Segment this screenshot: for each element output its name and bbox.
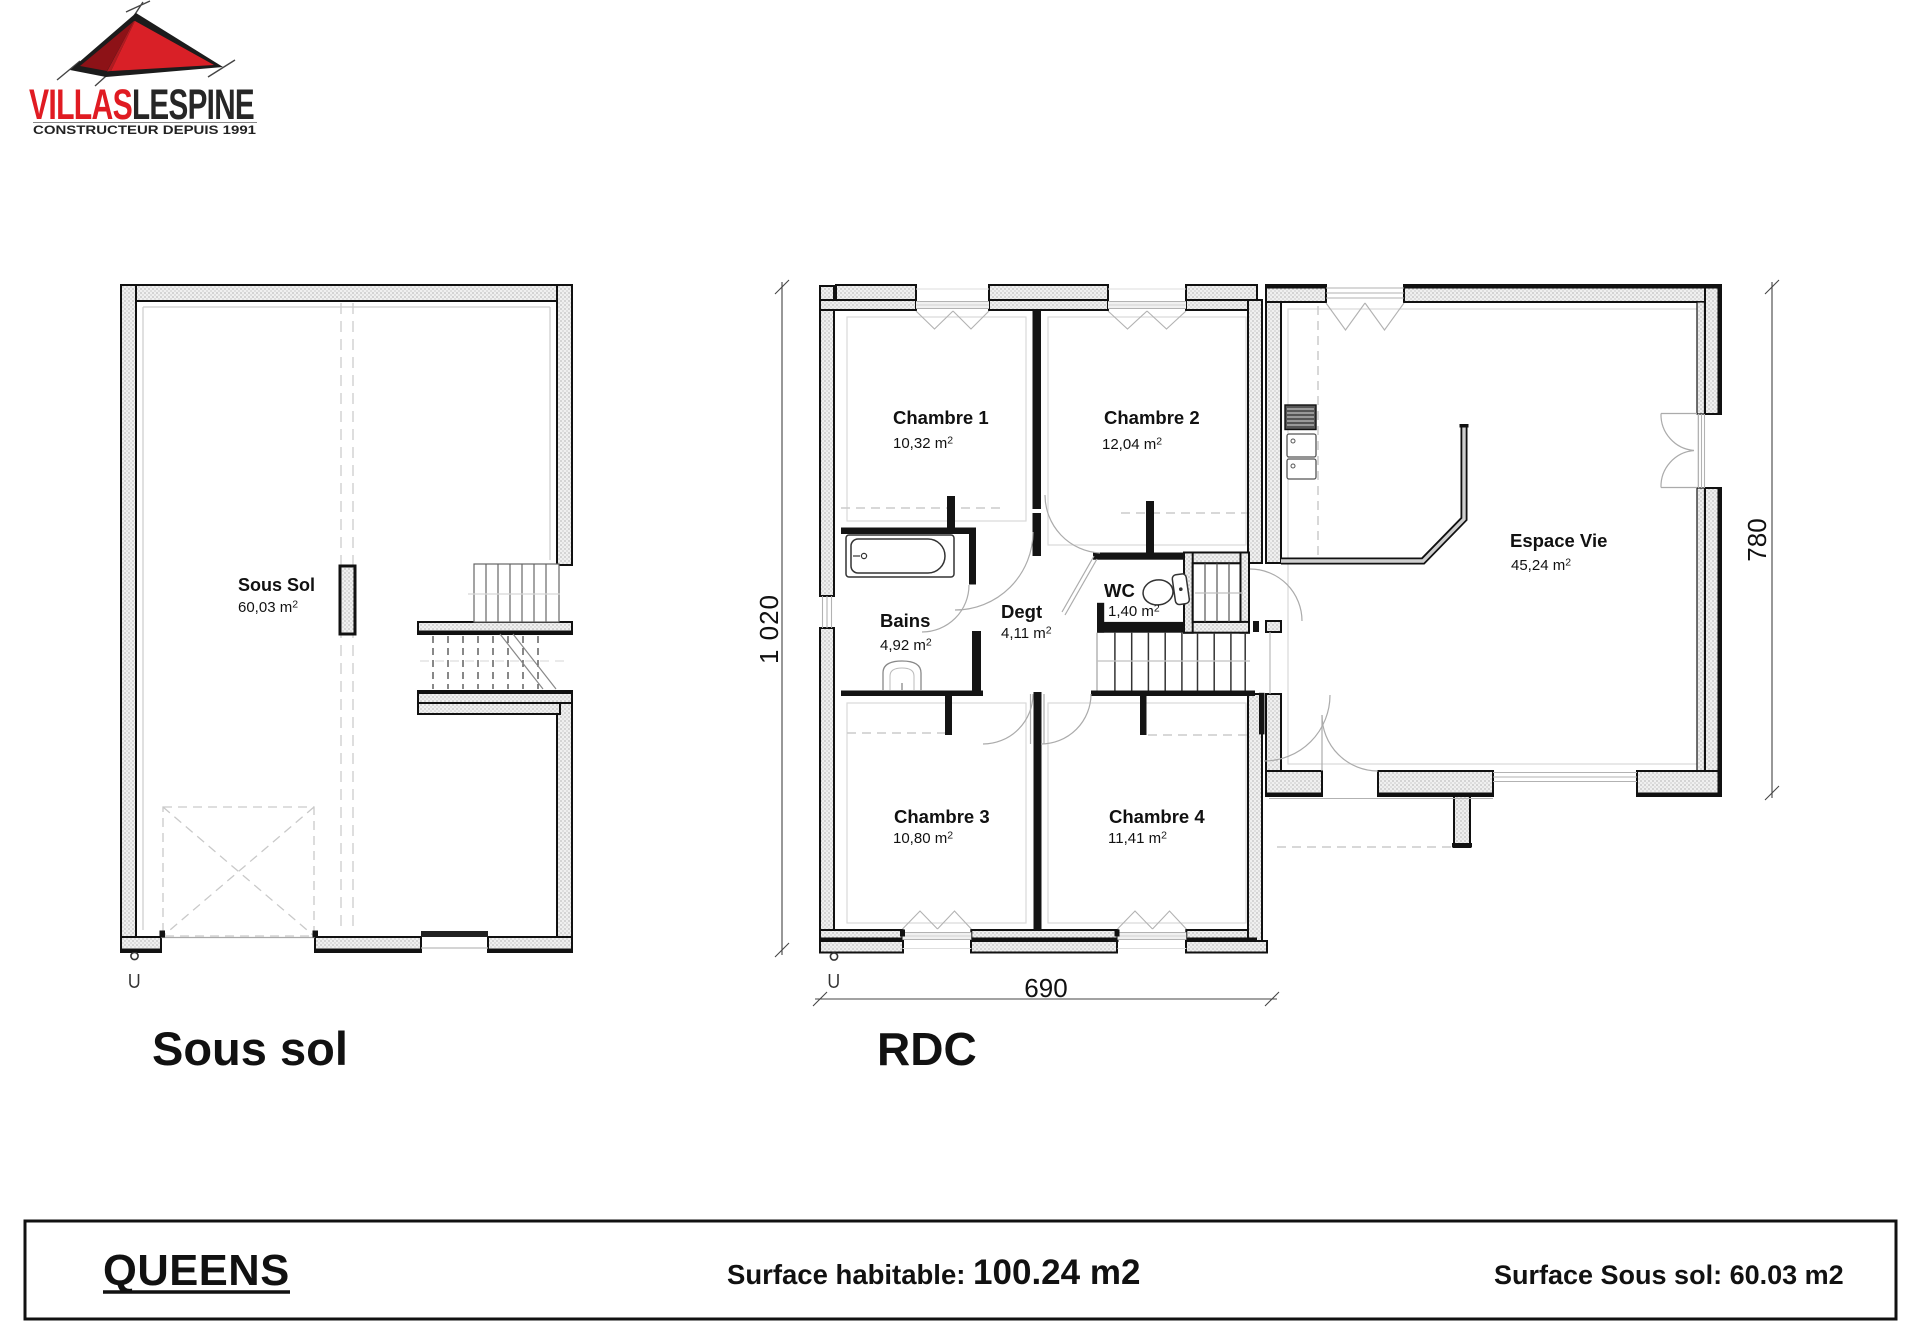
svg-text:Sous Sol: Sous Sol [238, 575, 315, 595]
svg-text:4,92 m2: 4,92 m2 [880, 637, 932, 655]
svg-text:VILLASLESPINE: VILLASLESPINE [29, 81, 254, 129]
svg-text:10,80 m2: 10,80 m2 [893, 830, 953, 848]
svg-text:60,03 m2: 60,03 m2 [238, 599, 298, 617]
svg-text:780: 780 [1742, 518, 1772, 561]
svg-text:45,24 m2: 45,24 m2 [1511, 557, 1571, 575]
svg-text:RDC: RDC [877, 1023, 977, 1075]
svg-text:Surface habitable: 100.24 m2: Surface habitable: 100.24 m2 [727, 1253, 1140, 1292]
svg-text:Surface Sous sol: 60.03 m2: Surface Sous sol: 60.03 m2 [1494, 1260, 1844, 1290]
svg-text:Chambre 1: Chambre 1 [893, 407, 989, 428]
svg-text:WC: WC [1104, 580, 1135, 601]
svg-text:11,41 m2: 11,41 m2 [1108, 830, 1167, 848]
svg-text:4,11 m2: 4,11 m2 [1001, 625, 1052, 643]
svg-text:Degt: Degt [1001, 601, 1042, 622]
svg-text:Sous sol: Sous sol [152, 1022, 348, 1075]
svg-text:1,40 m2: 1,40 m2 [1108, 603, 1160, 621]
svg-text:1 020: 1 020 [754, 594, 784, 664]
svg-text:CONSTRUCTEUR DEPUIS 1991: CONSTRUCTEUR DEPUIS 1991 [33, 125, 257, 137]
svg-text:Chambre 4: Chambre 4 [1109, 806, 1205, 827]
svg-text:Chambre 3: Chambre 3 [894, 806, 990, 827]
svg-text:Bains: Bains [880, 610, 930, 631]
svg-text:Espace Vie: Espace Vie [1510, 530, 1607, 551]
svg-text:10,32 m2: 10,32 m2 [893, 435, 953, 453]
svg-text:QUEENS: QUEENS [103, 1247, 290, 1295]
svg-text:12,04 m2: 12,04 m2 [1102, 436, 1162, 454]
svg-text:Chambre 2: Chambre 2 [1104, 407, 1200, 428]
svg-text:690: 690 [1024, 973, 1067, 1003]
